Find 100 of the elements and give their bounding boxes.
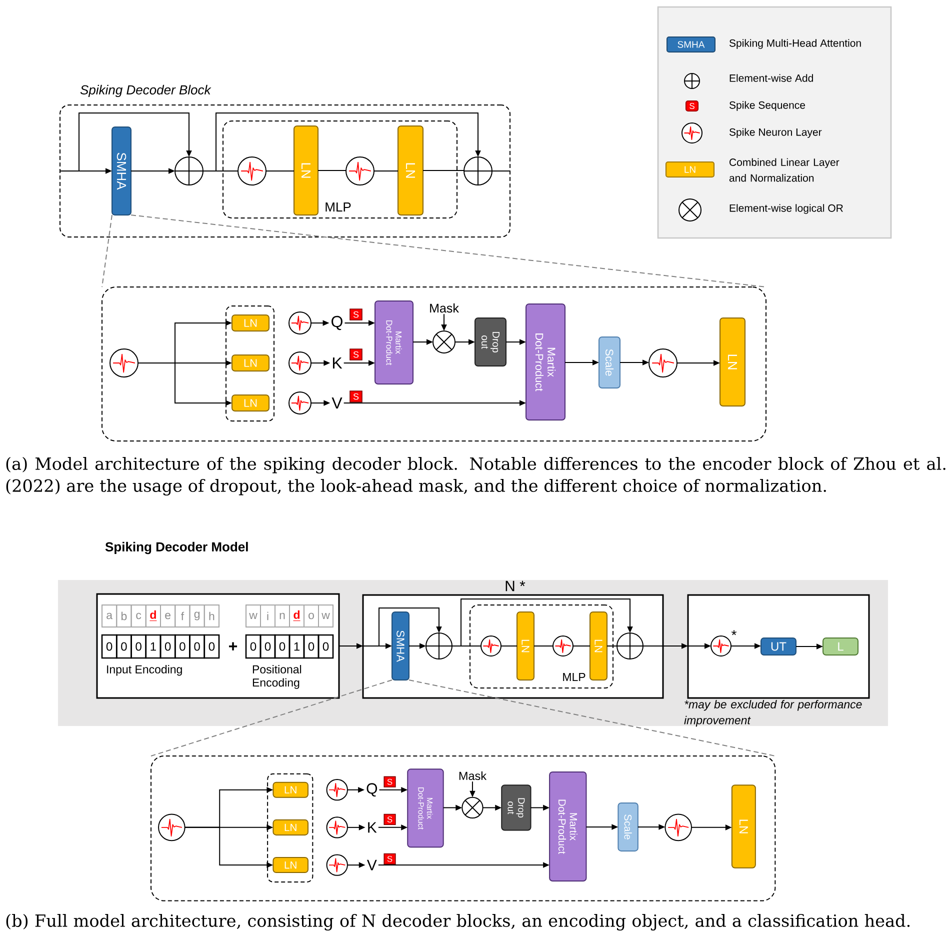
connector-line bbox=[422, 170, 464, 171]
input-label: V bbox=[366, 860, 377, 870]
neuron-circle bbox=[288, 392, 312, 414]
connector-line bbox=[266, 170, 294, 172]
digit-cell: 0 bbox=[130, 634, 147, 659]
letter-cell: h bbox=[204, 604, 220, 628]
process-box: LN bbox=[272, 782, 308, 798]
letter-cell: e bbox=[160, 604, 176, 628]
digit-cell: 0 bbox=[318, 634, 334, 659]
connector-line bbox=[318, 170, 346, 171]
legend-text: Element-wise logical OR bbox=[730, 204, 843, 214]
legend-text: Spike Neuron Layer bbox=[729, 128, 822, 138]
digit-cell: 1 bbox=[288, 634, 305, 659]
spike-badge: S bbox=[350, 390, 362, 402]
process-box: Martix Dot-Product bbox=[374, 300, 414, 384]
footnote-text: *may be excluded for performance improvement bbox=[684, 700, 862, 727]
letter-cell: w bbox=[318, 604, 334, 628]
frame-title: MLP bbox=[326, 202, 351, 212]
input-label: V bbox=[332, 398, 342, 408]
dashed-line bbox=[130, 214, 766, 288]
neuron-circle bbox=[288, 312, 312, 334]
process-box: LN bbox=[294, 126, 318, 216]
spike-badge: S bbox=[384, 776, 396, 788]
spike-badge: S bbox=[350, 308, 362, 320]
letter-cell: i bbox=[260, 604, 276, 628]
strip-caption: Positional Encoding bbox=[252, 664, 302, 689]
neuron-circle bbox=[480, 636, 502, 656]
spike-badge: S bbox=[384, 814, 396, 826]
digit-cell: 1 bbox=[145, 634, 162, 659]
legend-text: Spiking Multi-Head Attention bbox=[729, 39, 861, 49]
input-label: K bbox=[368, 822, 377, 833]
neuron-circle bbox=[648, 348, 678, 378]
letter-cell: c bbox=[130, 604, 146, 628]
dashed-line bbox=[102, 214, 112, 288]
digit-cell: 0 bbox=[260, 634, 276, 659]
frame-title: MLP bbox=[563, 673, 586, 681]
digit-cell: 0 bbox=[101, 634, 118, 659]
legend-text: Element-wise Add bbox=[730, 74, 813, 82]
letter-cell: a bbox=[102, 604, 118, 628]
connector-line bbox=[374, 170, 398, 172]
neuron-circle bbox=[664, 814, 692, 842]
or-circle bbox=[432, 330, 456, 354]
digit-cell: 0 bbox=[189, 634, 206, 659]
spike-badge: S bbox=[350, 348, 362, 360]
letter-cell: w bbox=[246, 604, 261, 628]
block-frame bbox=[96, 593, 340, 699]
section-heading: Spiking Decoder Model bbox=[105, 542, 248, 554]
plus-sign: + bbox=[229, 642, 238, 650]
digit-cell: 0 bbox=[204, 634, 220, 659]
digit-cell: 0 bbox=[160, 634, 176, 659]
arrow bbox=[202, 112, 481, 172]
dashed-frame bbox=[226, 306, 274, 422]
add-circle bbox=[616, 632, 644, 660]
neuron-circle bbox=[158, 814, 186, 842]
neuron-circle bbox=[110, 348, 138, 378]
legend-text: Spike Sequence bbox=[729, 101, 806, 111]
neuron-circle bbox=[238, 156, 266, 186]
process-box: Martix Dot-Product bbox=[549, 771, 587, 882]
dashed-frame bbox=[267, 773, 314, 882]
digit-cell: 0 bbox=[174, 634, 190, 659]
figure-caption: (b) Full model architecture, consisting of N decoder blocks, an encoding object, and a classification head. bbox=[6, 914, 910, 930]
input-label: Q bbox=[366, 783, 378, 796]
process-box: SMHA bbox=[112, 126, 132, 216]
process-box: LN bbox=[720, 318, 746, 406]
footnote-mark: * bbox=[732, 630, 736, 636]
add-circle bbox=[174, 156, 204, 186]
process-box: SMHA bbox=[392, 612, 410, 680]
process-box: LN bbox=[731, 784, 756, 868]
letter-cell: d bbox=[145, 604, 161, 628]
input-label: K bbox=[332, 358, 342, 368]
dashed-frame bbox=[102, 286, 766, 442]
dashed-line bbox=[408, 680, 776, 756]
neuron-circle bbox=[288, 352, 312, 374]
or-circle bbox=[462, 796, 484, 819]
arrow bbox=[78, 112, 192, 172]
process-box: LN bbox=[516, 612, 534, 680]
arrow bbox=[338, 643, 380, 649]
neuron-circle bbox=[326, 854, 348, 876]
figure-caption: (a) Model architecture of the spiking decoder block. Notable differences to the encoder block of Zhou et al. (2022) are the usage of dropout, the look-ahead mask, and the different choice of normalization. bbox=[6, 457, 946, 496]
neuron-circle bbox=[346, 156, 374, 186]
process-box: Drop out bbox=[501, 784, 532, 831]
add-circle bbox=[464, 156, 492, 186]
neuron-circle bbox=[552, 636, 574, 656]
legend-text: Combined Linear Layer and Normalization bbox=[729, 158, 840, 182]
process-box: LN bbox=[272, 857, 308, 874]
frame-title: N * bbox=[506, 580, 526, 592]
process-box: LN bbox=[232, 354, 270, 372]
neuron-circle bbox=[326, 816, 348, 838]
frame-title: Spiking Decoder Block bbox=[80, 84, 212, 98]
connector-line bbox=[492, 170, 510, 172]
dashed-frame bbox=[150, 756, 776, 902]
letter-cell: b bbox=[116, 604, 132, 628]
letter-cell: f bbox=[174, 604, 190, 628]
digit-cell: 0 bbox=[303, 634, 320, 659]
letter-cell: n bbox=[274, 604, 290, 628]
process-box: Scale bbox=[598, 336, 620, 388]
process-box: UT bbox=[760, 638, 796, 656]
process-box: LN bbox=[272, 819, 308, 836]
spike-badge: S bbox=[384, 853, 396, 864]
block-frame bbox=[687, 594, 870, 699]
